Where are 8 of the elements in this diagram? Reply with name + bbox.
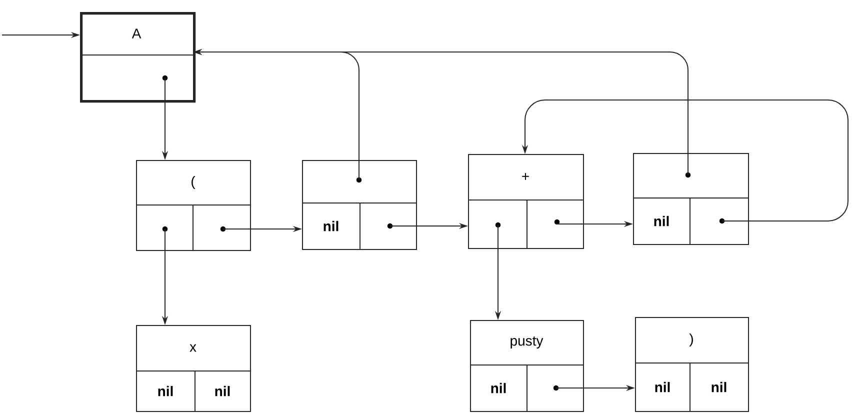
record-box: nil (632, 153, 749, 245)
record-box: + (468, 154, 584, 249)
record-box: ( (136, 160, 251, 251)
record-box: x nil nil (136, 325, 251, 412)
record-box: pusty nil (470, 320, 584, 412)
record-box: A (80, 12, 196, 103)
record-box: ) nil nil (634, 317, 749, 412)
record-box: nil (302, 160, 417, 250)
